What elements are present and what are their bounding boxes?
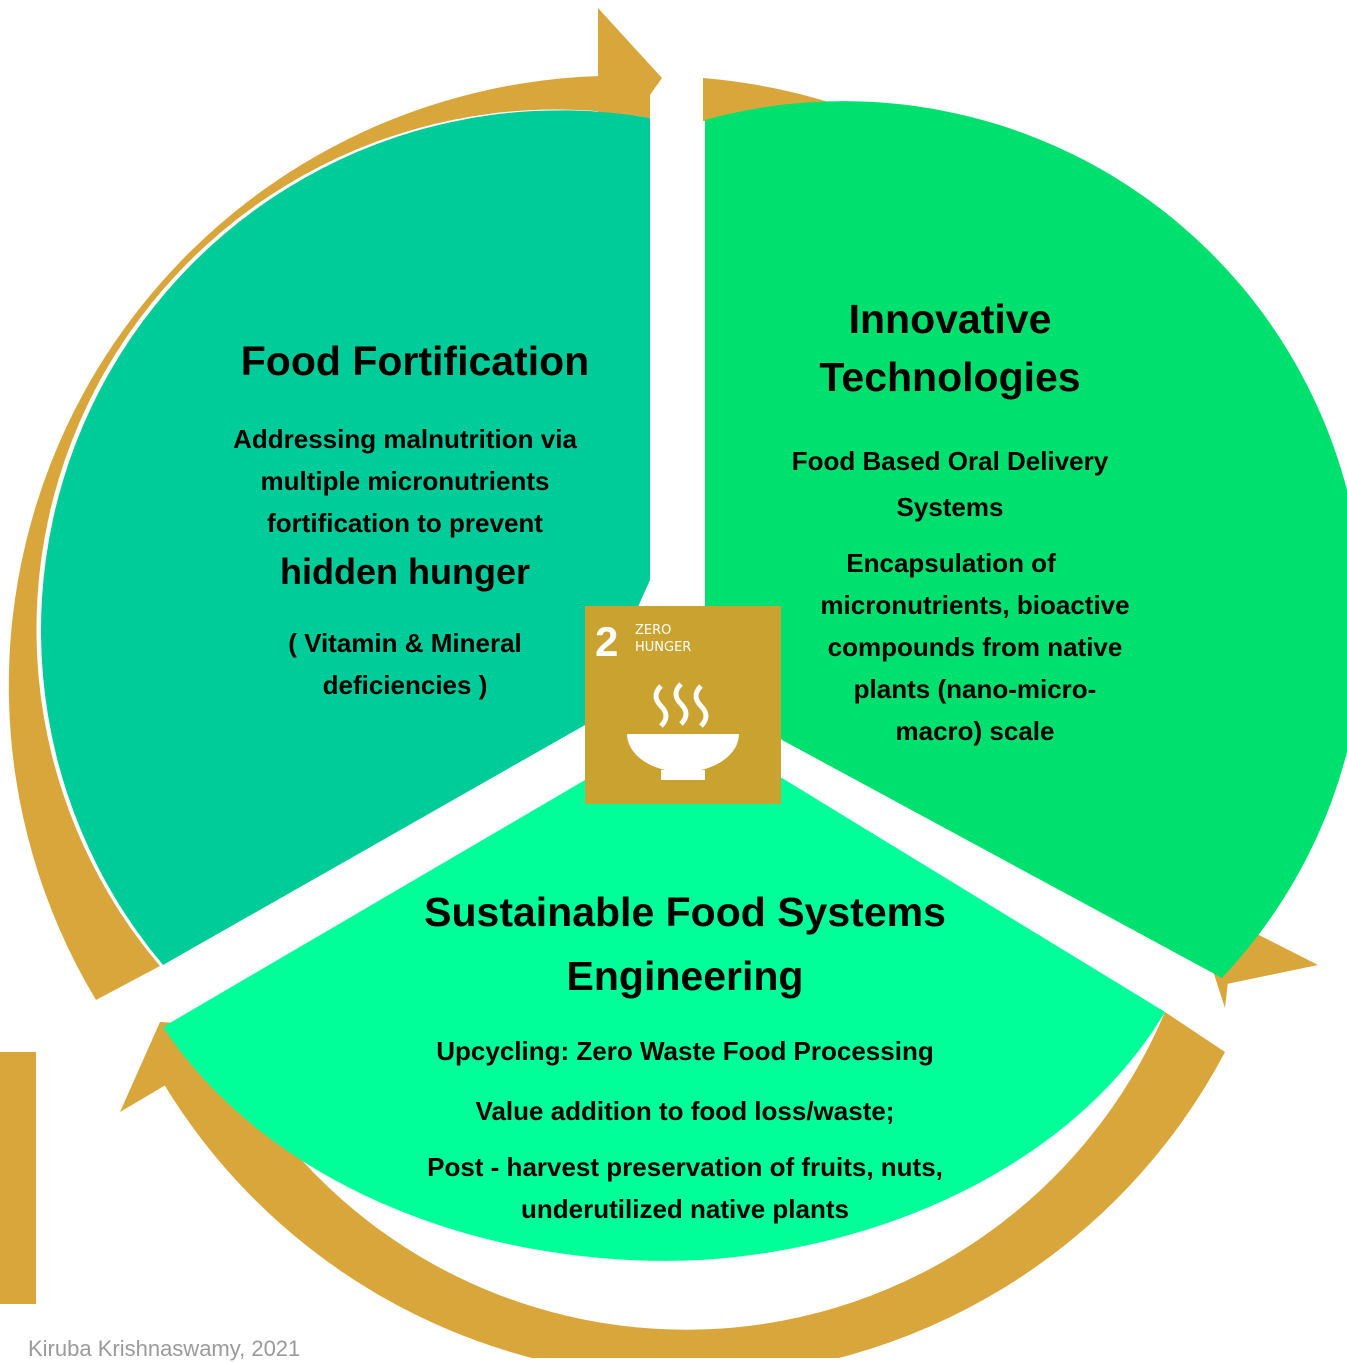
hidden-hunger-text: hidden hunger [280,551,530,592]
segment-sustainable-food-systems [163,778,1165,1261]
body-line: compounds from native [827,632,1123,662]
ring-arc-bottom [150,1012,1225,1358]
sub-line: Food Based Oral Delivery [791,446,1109,476]
food-fortification-note: ( Vitamin & Mineral deficiencies ) [180,622,630,706]
title-line: Sustainable Food Systems [424,889,946,935]
ring-arc-left [8,76,650,1000]
body-line: Post - harvest preservation of fruits, n… [427,1152,943,1182]
sustainable-line-value-addition: Value addition to food loss/waste; [475,1096,895,1126]
title-line: Innovative [848,296,1052,342]
badge-number: 2 [595,618,619,665]
body-line: fortification to prevent [267,508,543,538]
innovative-technologies-title: Innovative Technologies [730,290,1170,406]
title-line: Technologies [819,354,1081,400]
badge-label: ZERO HUNGER [635,622,691,656]
body-line: Encapsulation of [846,548,1056,578]
body-line: multiple micronutrients [260,466,550,496]
sdg-zero-hunger-badge: 2 ZERO HUNGER [585,606,781,804]
note-line: ( Vitamin & Mineral [288,628,522,658]
food-fortification-body: Addressing malnutrition via multiple mic… [180,418,630,544]
author-credit: Kiruba Krishnaswamy, 2021 [28,1336,301,1361]
sub-line: Systems [896,492,1004,522]
segment-innovative-technologies [705,101,1347,978]
segment-food-fortification [40,110,650,966]
badge-label-line: HUNGER [635,640,692,655]
steaming-bowl-icon [627,682,739,780]
note-line: deficiencies ) [322,670,488,700]
body-line: Addressing malnutrition via [233,424,577,454]
innovative-technologies-subtitle: Food Based Oral Delivery Systems [730,438,1170,530]
food-fortification-title: Food Fortification [240,338,590,384]
body-line: macro) scale [895,716,1055,746]
sustainable-food-systems-title: Sustainable Food Systems Engineering [340,880,1030,1008]
sustainable-line-post-harvest: Post - harvest preservation of fruits, n… [340,1146,1030,1230]
body-line: micronutrients, bioactive [820,590,1130,620]
side-accent-bar [0,1052,36,1304]
body-line: plants (nano-micro- [853,674,1097,704]
title-line: Engineering [566,953,804,999]
innovative-technologies-body: Encapsulation of micronutrients, bioacti… [780,542,1170,752]
body-line: underutilized native plants [521,1194,849,1224]
sustainable-line-upcycling: Upcycling: Zero Waste Food Processing [436,1036,934,1066]
badge-label-line: ZERO [635,623,672,638]
